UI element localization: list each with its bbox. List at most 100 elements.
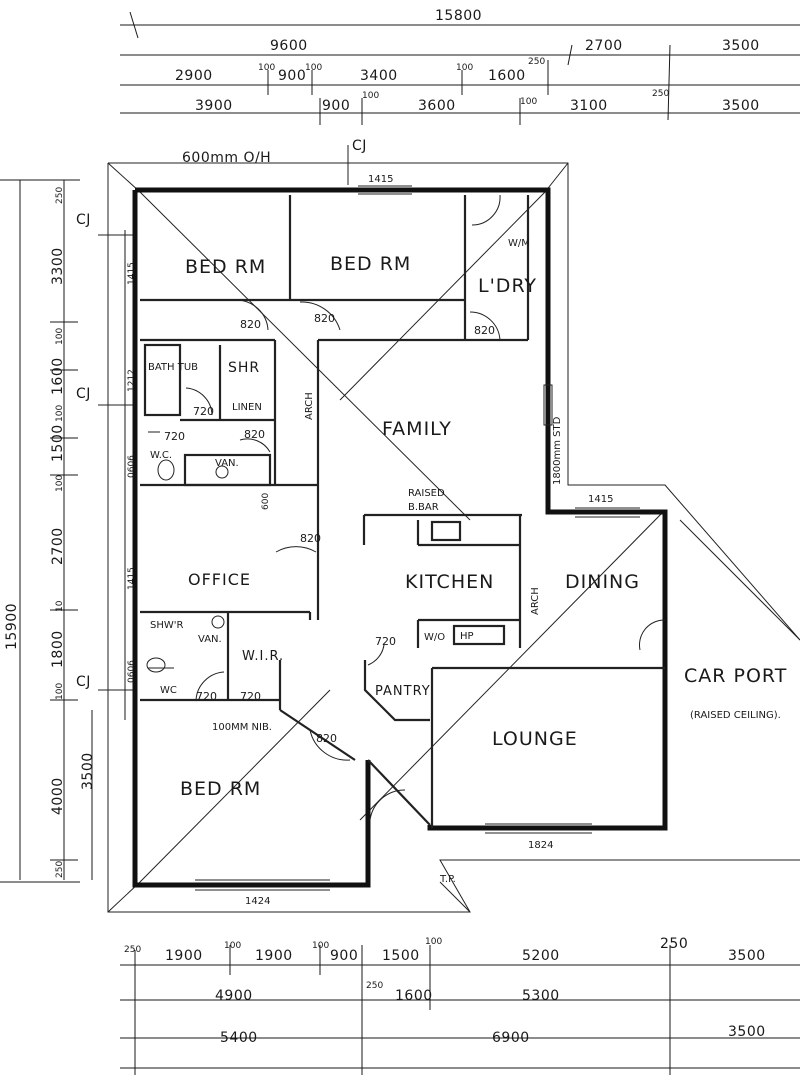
dim-top-r1-a: 9600: [270, 38, 308, 54]
door-labels: 820 820 820 720 720 820 820 720 720 720 …: [164, 312, 495, 745]
raised-label: RAISED: [408, 488, 445, 499]
room-carport-note: (RAISED CEILING).: [690, 710, 781, 721]
room-bed-3: BED RM: [180, 778, 261, 800]
dim-bot-r1-f: 900: [330, 948, 358, 964]
w600: 600: [261, 493, 271, 510]
dim-bot-r3-c: 3500: [728, 1024, 766, 1040]
dim-top-r3-c: 100: [362, 91, 379, 101]
arch-1: ARCH: [304, 392, 315, 420]
cj-left-2: CJ: [76, 386, 91, 402]
tp-note: T.P.: [439, 874, 456, 885]
room-van-1: VAN.: [215, 458, 239, 469]
dim-left-j: 1800: [50, 630, 66, 668]
door-label-5: 720: [164, 430, 185, 443]
room-wm: W/M: [508, 238, 530, 249]
dim-bot-r1-k: 3500: [728, 948, 766, 964]
door-label-11: 820: [316, 732, 337, 745]
room-shwr: SHW'R: [150, 620, 184, 631]
windows: [195, 185, 640, 891]
dim-top-r1-d: 3500: [722, 38, 760, 54]
dim-top-r1-c: 2700: [585, 38, 623, 54]
dim-top-r2-g: 1600: [488, 68, 526, 84]
room-labels: BED RM BED RM L'DRY W/M BATH TUB SHR LIN…: [148, 238, 787, 800]
dim-bot-r1-g: 1500: [382, 948, 420, 964]
dim-bot-r2-b: 250: [366, 981, 383, 991]
dim-top-r2-b: 100: [258, 63, 275, 73]
dim-left-m: 250: [55, 861, 65, 878]
door-swings: [185, 145, 666, 821]
dim-bot-r1-d: 1900: [255, 948, 293, 964]
nib-note: 100MM NIB.: [212, 722, 272, 733]
dim-bot-r1-c: 100: [224, 941, 241, 951]
dim-left-l: 4000: [50, 777, 66, 815]
dim-bot-r1-i: 5200: [522, 948, 560, 964]
door-label-2: 820: [314, 312, 335, 325]
fixtures: [146, 431, 229, 673]
room-wc-2: WC: [160, 685, 177, 696]
top-dimensions: 15800 9600 250 2700 3500 2900 100 900 10…: [120, 8, 800, 125]
dim-bot-r2-a: 4900: [215, 988, 253, 1004]
interior-walls: [140, 195, 665, 828]
cj-top: CJ: [352, 138, 367, 154]
dim-top-r3-d: 3600: [418, 98, 456, 114]
dim-bot-r2-c: 1600: [395, 988, 433, 1004]
dim-top-r2-e: 3400: [360, 68, 398, 84]
dim-left-h: 2700: [50, 527, 66, 565]
dim-left-in-d: 1415: [127, 567, 137, 590]
door-label-10: 720: [240, 690, 261, 703]
room-lounge: LOUNGE: [492, 728, 578, 750]
dim-left-extra: 3500: [80, 752, 96, 790]
dim-left-b: 3300: [50, 247, 66, 285]
room-hp: HP: [460, 631, 474, 642]
room-bed-2: BED RM: [330, 253, 411, 275]
arch-2: ARCH: [530, 587, 541, 615]
dim-left-d: 1600: [50, 357, 66, 395]
dim-top-r2-c: 900: [278, 68, 306, 84]
dim-left-in-b: 1212: [127, 369, 137, 392]
door-label-6: 820: [244, 428, 265, 441]
roof-outline: [107, 162, 800, 913]
exterior-walls: [132, 187, 668, 888]
w1824: 1824: [528, 840, 553, 851]
w1415-dining: 1415: [588, 494, 613, 505]
w1415-top: 1415: [368, 174, 393, 185]
dim-left-g: 100: [55, 475, 65, 492]
dim-top-r2-a: 2900: [175, 68, 213, 84]
room-bath: BATH TUB: [148, 362, 198, 373]
room-carport: CAR PORT: [684, 665, 787, 687]
room-dining: DINING: [565, 571, 640, 593]
dim-top-r3-g: 250: [652, 89, 669, 99]
room-van-2: VAN.: [198, 634, 222, 645]
std-note: 1800mm STD: [552, 416, 563, 485]
dim-bot-r1-b: 1900: [165, 948, 203, 964]
door-label-9: 720: [196, 690, 217, 703]
dim-top-r3-b: 900: [322, 98, 350, 114]
w1424: 1424: [245, 896, 270, 907]
dim-top-r1-b: 250: [528, 57, 545, 67]
dim-left-in-c: 0606: [127, 455, 137, 478]
dim-bot-r3-a: 5400: [220, 1030, 258, 1046]
room-kitchen: KITCHEN: [405, 571, 494, 593]
room-office: OFFICE: [188, 570, 251, 589]
notes: CJ 600mm O/H RAISED B.BAR ARCH ARCH 1800…: [182, 138, 613, 907]
dim-bot-r1-h: 100: [425, 937, 442, 947]
dim-bot-r2-d: 5300: [522, 988, 560, 1004]
left-dimensions: 15900 250 3300 100 1600 100 1500 100 270…: [0, 179, 137, 883]
dim-top-r3-a: 3900: [195, 98, 233, 114]
room-bed-1: BED RM: [185, 256, 266, 278]
room-wo: W/O: [424, 632, 445, 643]
door-label-4: 720: [193, 405, 214, 418]
dim-top-r3-e: 100: [520, 97, 537, 107]
door-label-8: 720: [375, 635, 396, 648]
dim-left-k: 100: [55, 683, 65, 700]
dim-left-i: 10: [55, 600, 65, 612]
dim-left-in-a: 1415: [127, 262, 137, 285]
room-shr: SHR: [228, 360, 260, 376]
room-family: FAMILY: [382, 418, 452, 440]
dim-top-r2-f: 100: [456, 63, 473, 73]
dim-left-f: 1500: [50, 424, 66, 462]
room-wir: W.I.R.: [242, 649, 284, 664]
dim-left-c: 100: [55, 328, 65, 345]
dim-left-a: 250: [55, 187, 65, 204]
